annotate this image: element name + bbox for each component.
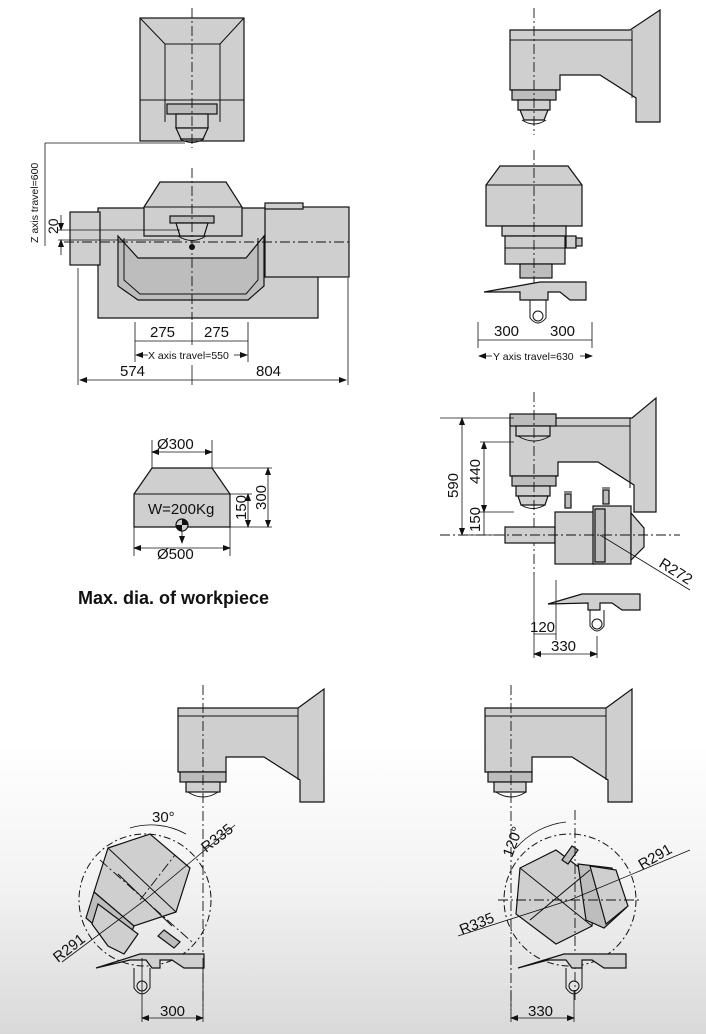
side-view: 300 300 Y axis travel=630 bbox=[477, 8, 661, 363]
x-axis-travel-label: X axis travel=550 bbox=[148, 350, 229, 362]
tilt-120-view: 120° R291 R335 330 bbox=[457, 685, 691, 1022]
z-axis-travel-label: Z axis travel=600 bbox=[29, 163, 41, 243]
tilt-120-r335: R335 bbox=[457, 910, 497, 939]
dim-440: 440 bbox=[467, 459, 484, 484]
tilt-30-r291: R291 bbox=[50, 931, 89, 966]
workpiece-caption: Max. dia. of workpiece bbox=[78, 588, 269, 608]
dim-275-left: 275 bbox=[150, 324, 175, 341]
tilt-30-dim-300: 300 bbox=[160, 1003, 185, 1020]
headstock-top bbox=[139, 8, 245, 148]
dim-275-right: 275 bbox=[204, 324, 229, 341]
dim-300-left: 300 bbox=[494, 323, 519, 340]
head-side bbox=[485, 150, 583, 300]
bottom-diameter: Ø500 bbox=[157, 546, 194, 563]
table-side bbox=[483, 281, 587, 324]
dim-120: 120 bbox=[530, 619, 555, 636]
tilt-30-r335: R335 bbox=[198, 821, 237, 856]
dim-300-right: 300 bbox=[550, 323, 575, 340]
top-diameter: Ø300 bbox=[157, 436, 194, 453]
radius-r272: R272 bbox=[656, 555, 695, 588]
dim-804: 804 bbox=[256, 363, 281, 380]
tilt-120-r291: R291 bbox=[636, 841, 676, 874]
column-top-right bbox=[509, 8, 661, 135]
tilt-30-view: 30° R335 R291 300 bbox=[50, 685, 325, 1022]
height-300: 300 bbox=[253, 485, 270, 510]
workpiece-diagram: Ø300 Ø500 W=200Kg 150 300 Max. dia. of w… bbox=[78, 436, 272, 608]
tilt-120-dim-330: 330 bbox=[528, 1003, 553, 1020]
dim-330: 330 bbox=[551, 638, 576, 655]
height-150: 150 bbox=[233, 495, 250, 520]
weight-label: W=200Kg bbox=[148, 501, 214, 518]
dim-574: 574 bbox=[120, 363, 145, 380]
dim-150: 150 bbox=[467, 507, 484, 532]
trunnion-table bbox=[64, 168, 350, 320]
dim-20: 20 bbox=[45, 218, 61, 234]
y-axis-travel-label: Y axis travel=630 bbox=[493, 351, 574, 363]
dim-590: 590 bbox=[445, 473, 462, 498]
front-view: Z axis travel=600 20 bbox=[29, 8, 350, 385]
side-view-detail: R272 590 440 150 120 330 bbox=[440, 392, 695, 658]
tilt-30-angle: 30° bbox=[152, 809, 175, 826]
